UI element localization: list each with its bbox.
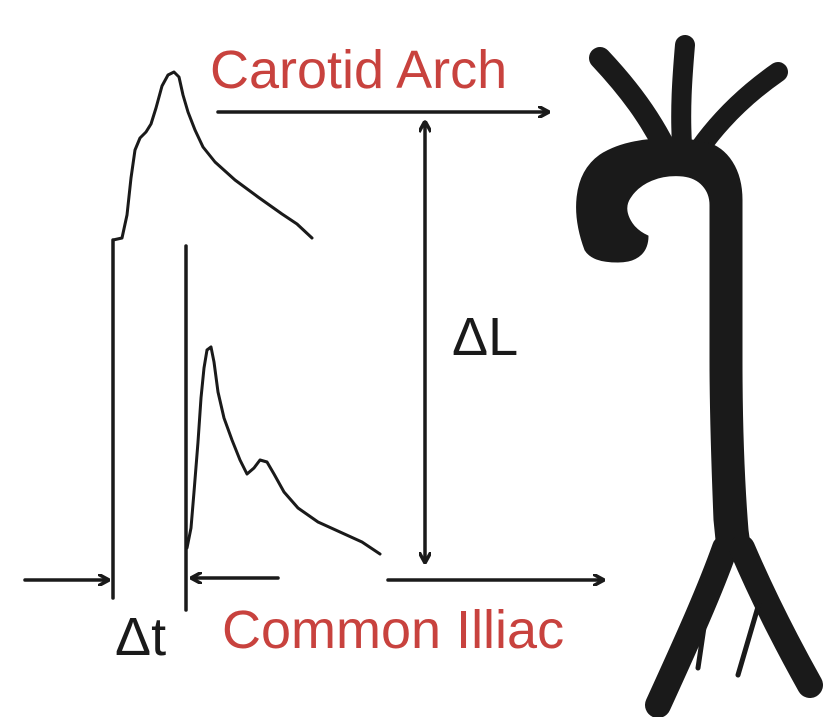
common-illiac-label: Common Illiac bbox=[222, 600, 564, 660]
delta-t-label: Δt bbox=[115, 607, 166, 667]
carotid-arch-label: Carotid Arch bbox=[210, 40, 507, 100]
iliac-pulse-waveform bbox=[187, 347, 380, 554]
aorta-silhouette-icon bbox=[577, 45, 810, 705]
delta-l-label: ΔL bbox=[452, 307, 518, 367]
